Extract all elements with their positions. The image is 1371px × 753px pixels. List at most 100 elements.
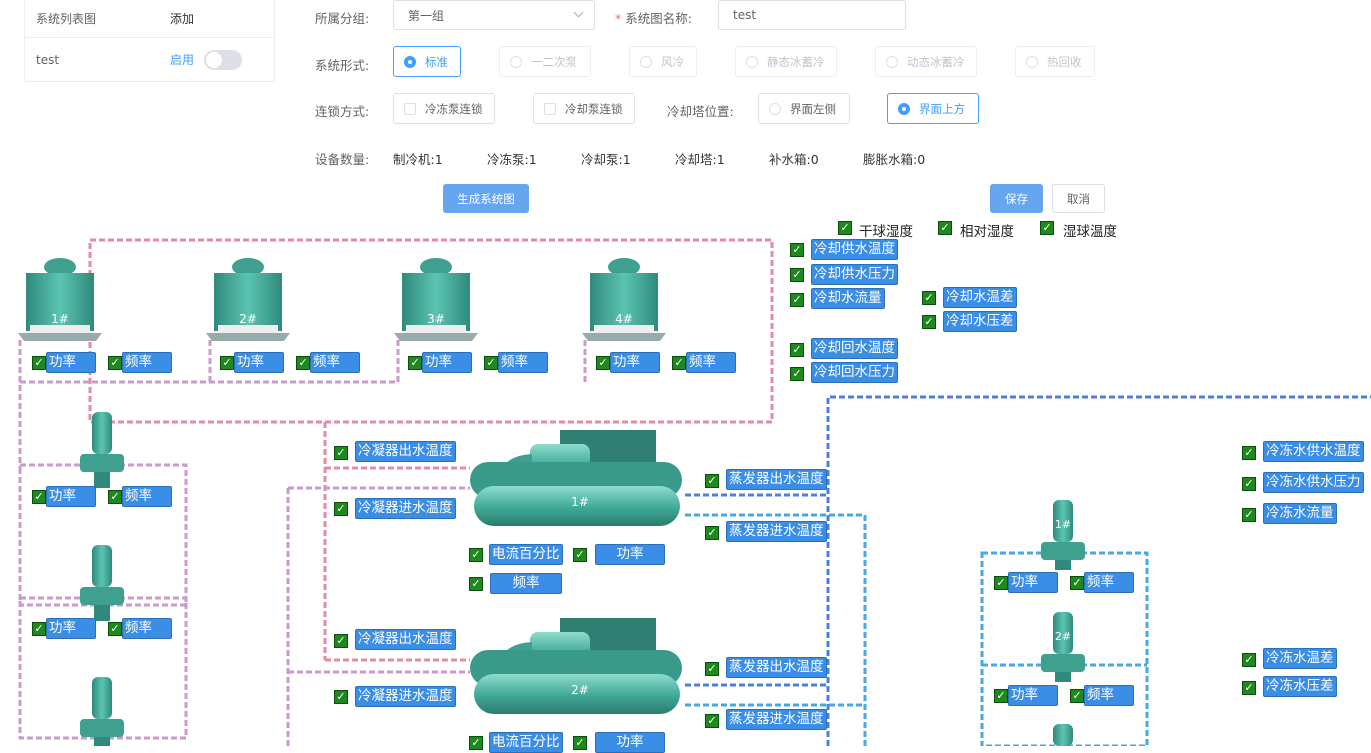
checkbox-icon[interactable]: ✓: [1242, 477, 1256, 491]
form-label: 系统形式:: [315, 58, 370, 73]
form-option-static-ice[interactable]: 静态冰蓄冷: [735, 46, 837, 77]
checkbox-icon[interactable]: ✓: [922, 315, 936, 329]
checkbox-icon[interactable]: ✓: [573, 548, 587, 562]
form-option-standard[interactable]: 标准: [393, 46, 461, 77]
dry-bulb-label: 干球湿度: [859, 224, 913, 240]
checkbox-icon: [404, 102, 416, 115]
tower-label: 2#: [239, 312, 257, 326]
checkbox-icon[interactable]: ✓: [790, 243, 804, 257]
chw-pressure-diff-tag: 冷冻水压差: [1263, 676, 1337, 697]
name-label: * 系统图名称:: [615, 11, 692, 26]
checkbox-icon[interactable]: ✓: [790, 343, 804, 357]
pump-power-tag: 功率: [46, 618, 96, 639]
radio-icon: [1026, 55, 1038, 68]
checkbox-icon[interactable]: ✓: [994, 576, 1008, 590]
checkbox-icon[interactable]: ✓: [1242, 653, 1256, 667]
checkbox-icon[interactable]: ✓: [705, 714, 719, 728]
interlock-chw-pump[interactable]: 冷冻泵连锁: [393, 93, 495, 124]
tower-pos-top[interactable]: 界面上方: [887, 93, 979, 124]
checkbox-icon: [544, 102, 556, 115]
checkbox-icon[interactable]: ✓: [334, 446, 348, 460]
save-button[interactable]: 保存: [990, 184, 1043, 213]
status-label: 启用: [170, 53, 195, 67]
checkbox-icon[interactable]: ✓: [790, 293, 804, 307]
chw-pump-loop: [980, 551, 1149, 746]
interlock-cw-pump[interactable]: 冷却泵连锁: [533, 93, 635, 124]
system-list-item[interactable]: test 启用: [25, 38, 274, 81]
enable-switch[interactable]: [204, 49, 243, 70]
form-option-heat-recovery[interactable]: 热回收: [1015, 46, 1095, 77]
chw-supply-pressure-tag: 冷冻水供水压力: [1263, 472, 1364, 493]
form-option-dynamic-ice[interactable]: 动态冰蓄冷: [875, 46, 977, 77]
system-list-header: 系统列表图 添加: [25, 0, 274, 38]
checkbox-icon[interactable]: ✓: [705, 526, 719, 540]
form-option-primary-secondary[interactable]: 一二次泵: [499, 46, 591, 77]
checkbox-icon[interactable]: ✓: [1242, 681, 1256, 695]
current-pct-tag: 电流百分比: [489, 732, 563, 753]
cw-temp-diff-tag: 冷却水温差: [943, 287, 1017, 308]
checkbox-icon[interactable]: ✓: [108, 622, 122, 636]
checkbox-icon[interactable]: ✓: [1242, 508, 1256, 522]
tower-freq-tag: 频率: [310, 352, 360, 373]
checkbox-icon[interactable]: ✓: [469, 736, 483, 750]
checkbox-icon[interactable]: ✓: [573, 736, 587, 750]
cw-supply-pressure-tag: 冷却供水压力: [811, 264, 898, 285]
name-input[interactable]: test: [718, 0, 906, 30]
checkbox-icon[interactable]: ✓: [790, 367, 804, 381]
name-input-value: test: [733, 8, 757, 22]
chw-supply-temp-tag: 冷冻水供水温度: [1263, 441, 1364, 462]
checkbox-icon[interactable]: ✓: [108, 356, 122, 370]
checkbox-icon[interactable]: ✓: [994, 689, 1008, 703]
tower-label: 1#: [51, 312, 69, 326]
radio-icon: [769, 102, 781, 115]
cw-pressure-diff-tag: 冷却水压差: [943, 311, 1017, 332]
checkbox-icon[interactable]: ✓: [296, 356, 310, 370]
generate-button[interactable]: 生成系统图: [443, 184, 529, 213]
pump-label: 1#: [1055, 518, 1071, 531]
group-select[interactable]: 第一组: [393, 0, 595, 30]
checkbox-icon[interactable]: ✓: [32, 356, 46, 370]
chevron-down-icon: [573, 7, 584, 18]
cooling-tower-header: [88, 238, 774, 424]
checkbox-icon[interactable]: ✓: [108, 490, 122, 504]
checkbox-icon[interactable]: ✓: [938, 221, 952, 235]
chw-pumps: 1# 2#: [1041, 500, 1085, 746]
evap-in-temp-tag: 蒸发器进水温度: [726, 521, 827, 542]
checkbox-icon[interactable]: ✓: [672, 356, 686, 370]
cond-out-temp-tag: 冷凝器出水温度: [355, 629, 456, 650]
checkbox-icon[interactable]: ✓: [1070, 576, 1084, 590]
checkbox-icon[interactable]: ✓: [408, 356, 422, 370]
chw-pump-power-tag: 功率: [1008, 685, 1058, 706]
checkbox-icon[interactable]: ✓: [32, 490, 46, 504]
checkbox-icon[interactable]: ✓: [838, 221, 852, 235]
checkbox-icon[interactable]: ✓: [1242, 446, 1256, 460]
checkbox-icon[interactable]: ✓: [334, 690, 348, 704]
checkbox-icon[interactable]: ✓: [334, 634, 348, 648]
checkbox-icon[interactable]: ✓: [469, 548, 483, 562]
interlock-label: 连锁方式:: [315, 104, 370, 119]
cancel-button[interactable]: 取消: [1052, 184, 1105, 213]
checkbox-icon[interactable]: ✓: [220, 356, 234, 370]
checkbox-icon[interactable]: ✓: [334, 502, 348, 516]
checkbox-icon[interactable]: ✓: [32, 622, 46, 636]
add-button[interactable]: 添加: [170, 12, 195, 26]
cw-return-temp-tag: 冷却回水温度: [811, 338, 898, 359]
checkbox-icon[interactable]: ✓: [596, 356, 610, 370]
form-option-air-cooled[interactable]: 风冷: [629, 46, 697, 77]
checkbox-icon[interactable]: ✓: [922, 291, 936, 305]
radio-icon: [898, 102, 910, 115]
tower-position-label: 冷却塔位置:: [667, 104, 734, 119]
checkbox-icon[interactable]: ✓: [705, 662, 719, 676]
checkbox-icon[interactable]: ✓: [469, 577, 483, 591]
tower-pos-left[interactable]: 界面左侧: [758, 93, 850, 124]
checkbox-icon[interactable]: ✓: [705, 474, 719, 488]
tower-freq-tag: 频率: [686, 352, 736, 373]
chiller-freq-tag: 频率: [490, 573, 562, 594]
checkbox-icon[interactable]: ✓: [484, 356, 498, 370]
checkbox-icon[interactable]: ✓: [1040, 221, 1054, 235]
checkbox-icon[interactable]: ✓: [790, 268, 804, 282]
checkbox-icon[interactable]: ✓: [1070, 689, 1084, 703]
chiller-power-tag: 功率: [595, 732, 665, 753]
system-list-title: 系统列表图: [36, 12, 97, 26]
system-list-panel: 系统列表图 添加 test 启用: [24, 0, 275, 82]
